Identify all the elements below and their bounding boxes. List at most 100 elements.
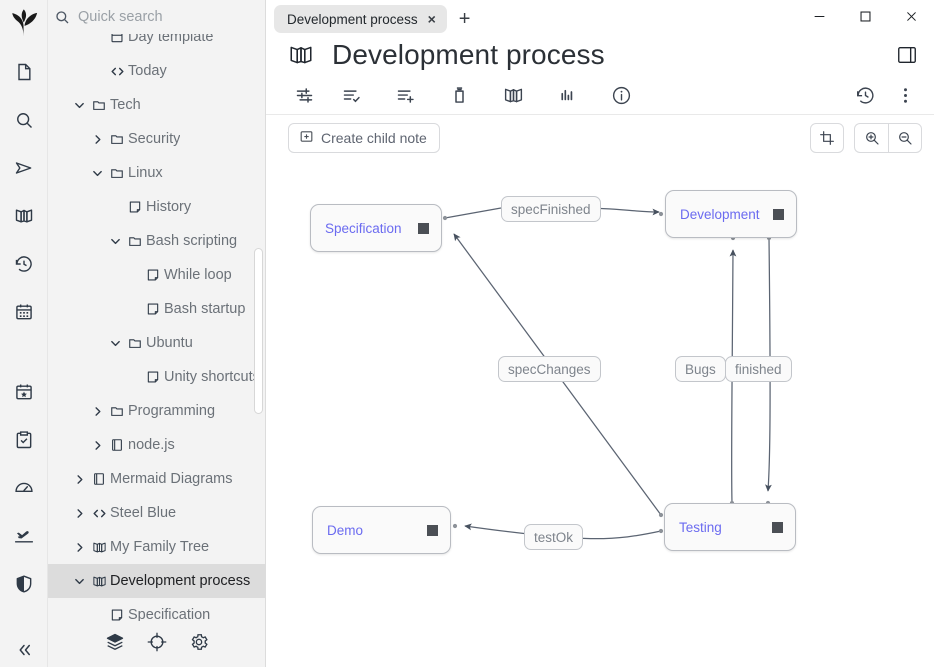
layers-icon[interactable] <box>105 632 125 657</box>
create-child-note-label: Create child note <box>321 130 427 146</box>
mindmap-node-handle[interactable] <box>773 208 784 220</box>
left-icon-rail <box>0 0 48 667</box>
maximize-icon[interactable] <box>842 0 888 33</box>
chevron-right-icon[interactable] <box>70 508 88 519</box>
mindmap-node-label: Development <box>680 206 760 222</box>
trilium-leaf-logo[interactable] <box>7 6 41 40</box>
tree-item-programming[interactable]: Programming <box>48 394 265 428</box>
mindmap-node-demo[interactable]: Demo <box>312 506 451 554</box>
mindmap-node-label: Specification <box>325 220 402 236</box>
airplane-icon[interactable] <box>4 512 44 560</box>
mindmap-node-handle[interactable] <box>427 524 438 536</box>
tree-item-label: Unity shortcuts <box>164 369 260 385</box>
tree-scrollbar-thumb[interactable] <box>254 248 263 414</box>
note-info-icon[interactable] <box>594 80 648 112</box>
note-map-icon[interactable] <box>486 80 540 112</box>
mindmap-node-handle[interactable] <box>772 521 783 533</box>
zoom-button-group <box>854 123 922 153</box>
send-icon[interactable] <box>4 144 44 192</box>
chevron-right-icon[interactable] <box>88 134 106 145</box>
map-icon <box>288 42 314 68</box>
chevron-down-icon[interactable] <box>70 576 88 587</box>
tree-item-specification[interactable]: Specification <box>48 598 265 621</box>
tree-item-security[interactable]: Security <box>48 122 265 156</box>
mindmap-node-development[interactable]: Development <box>665 190 797 238</box>
gauge-icon[interactable] <box>4 464 44 512</box>
target-icon[interactable] <box>147 632 167 657</box>
mindmap-node-handle[interactable] <box>418 222 429 234</box>
tree-item-while-loop[interactable]: While loop <box>48 258 265 292</box>
chevron-down-icon[interactable] <box>106 236 124 247</box>
book-icon <box>88 472 110 486</box>
tree-item-day-template[interactable]: Day template <box>48 34 265 54</box>
note-paths-icon[interactable] <box>432 80 486 112</box>
mindmap-edge-label-specChanges[interactable]: specChanges <box>498 356 601 382</box>
tree-item-unity-shortcuts[interactable]: Unity shortcuts <box>48 360 265 394</box>
add-note-icon <box>299 129 314 147</box>
note-icon[interactable] <box>4 48 44 96</box>
tree-item-mermaid-diagrams[interactable]: Mermaid Diagrams <box>48 462 265 496</box>
right-panel-toggle-icon[interactable] <box>892 40 922 70</box>
tab-development-process[interactable]: Development process × <box>274 5 447 33</box>
recent-changes-icon[interactable] <box>4 240 44 288</box>
tree-item-bash-scripting[interactable]: Bash scripting <box>48 224 265 258</box>
chevron-down-icon[interactable] <box>88 168 106 179</box>
quick-search-placeholder: Quick search <box>78 9 163 25</box>
map-icon <box>88 540 110 555</box>
mindmap-node-specification[interactable]: Specification <box>310 204 442 252</box>
tree-item-linux[interactable]: Linux <box>48 156 265 190</box>
mindmap-node-testing[interactable]: Testing <box>664 503 796 551</box>
tree-item-history[interactable]: History <box>48 190 265 224</box>
gear-icon[interactable] <box>189 632 209 657</box>
tree-item-today[interactable]: Today <box>48 54 265 88</box>
new-tab-button[interactable]: + <box>458 8 471 30</box>
shield-icon[interactable] <box>4 560 44 608</box>
fit-to-screen-icon[interactable] <box>810 123 844 153</box>
tree-item-tech[interactable]: Tech <box>48 88 265 122</box>
add-attribute-icon[interactable] <box>378 80 432 112</box>
note-revisions-icon[interactable] <box>848 80 882 112</box>
mindmap-edge-label-specFinished[interactable]: specFinished <box>501 196 601 222</box>
note-details-icon[interactable] <box>540 80 594 112</box>
zoom-in-icon[interactable] <box>854 123 888 153</box>
minimize-icon[interactable] <box>796 0 842 33</box>
note-properties-icon[interactable] <box>284 80 324 112</box>
search-icon[interactable] <box>4 96 44 144</box>
tree-item-ubuntu[interactable]: Ubuntu <box>48 326 265 360</box>
collapse-rail-button[interactable] <box>0 641 48 659</box>
close-icon[interactable]: × <box>427 11 436 27</box>
mindmap-edge-label-testOk[interactable]: testOk <box>524 524 584 550</box>
close-icon[interactable] <box>888 0 934 33</box>
tree-item-bash-startup[interactable]: Bash startup <box>48 292 265 326</box>
chevron-right-icon[interactable] <box>88 440 106 451</box>
chevron-down-icon[interactable] <box>70 100 88 111</box>
calendar-star-icon[interactable] <box>4 368 44 416</box>
zoom-out-icon[interactable] <box>888 123 922 153</box>
owned-attributes-icon[interactable] <box>324 80 378 112</box>
map-icon <box>88 574 110 589</box>
tree-item-node-js[interactable]: node.js <box>48 428 265 462</box>
page-title[interactable]: Development process <box>332 39 605 70</box>
mindmap-edge-label-bugs[interactable]: Bugs <box>675 356 726 382</box>
chevron-right-icon[interactable] <box>88 406 106 417</box>
clipboard-check-icon[interactable] <box>4 416 44 464</box>
chevron-right-icon[interactable] <box>70 542 88 553</box>
mindmap-edge-label-finished[interactable]: finished <box>725 356 792 382</box>
tree-item-development-process[interactable]: Development process <box>48 564 265 598</box>
chevron-right-icon[interactable] <box>70 474 88 485</box>
tree-item-label: While loop <box>164 267 232 283</box>
create-child-note-button[interactable]: Create child note <box>288 123 440 153</box>
note-actions-menu-icon[interactable] <box>888 80 922 112</box>
tree-item-label: Programming <box>128 403 216 419</box>
tree-item-label: Steel Blue <box>110 505 177 521</box>
quick-search-box[interactable]: Quick search <box>48 0 265 34</box>
tree-item-label: Tech <box>110 97 141 113</box>
tree-item-steel-blue[interactable]: Steel Blue <box>48 496 265 530</box>
tree-item-my-family-tree[interactable]: My Family Tree <box>48 530 265 564</box>
chevron-down-icon[interactable] <box>106 338 124 349</box>
map-icon[interactable] <box>4 192 44 240</box>
calendar-icon[interactable] <box>4 288 44 336</box>
